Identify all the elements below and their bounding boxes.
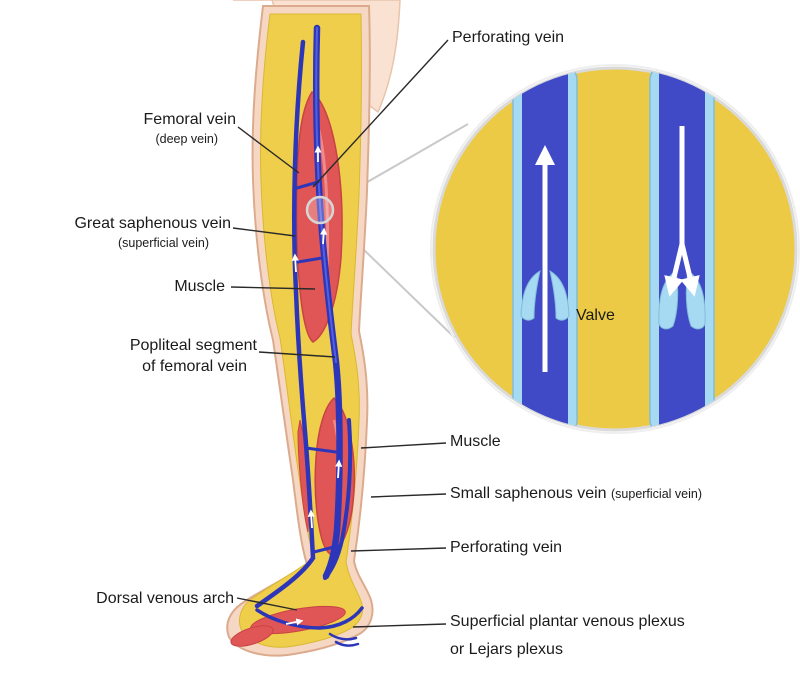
label-popliteal-line2: of femoral vein <box>142 357 247 375</box>
label-popliteal-line1: Popliteal segment <box>129 337 257 354</box>
label-plantar-line2: or Lejars plexus <box>450 641 563 658</box>
label-muscle-lower: Muscle <box>450 433 501 450</box>
dorsal-venous-arch-path <box>255 606 364 630</box>
great-saphenous-vein-path <box>254 39 316 609</box>
label-femoral-vein-main: Femoral vein <box>143 111 236 128</box>
label-small-saphenous-vein: Small saphenous vein (superficial vein) <box>450 484 702 505</box>
label-great-saphenous-vein: Great saphenous vein (superficial vein) <box>74 214 231 251</box>
inset-vein-reflux <box>649 68 715 430</box>
label-perforating-vein-lower: Perforating vein <box>450 539 563 556</box>
label-perforating-vein-top: Perforating vein <box>452 29 565 46</box>
veins <box>254 24 364 647</box>
label-small-saphenous-sub: (superficial vein) <box>611 487 703 501</box>
valve-inset <box>430 64 800 434</box>
small-saphenous-vein-path <box>323 418 353 580</box>
label-valve: Valve <box>576 307 615 324</box>
inset-vein-normal <box>512 68 578 430</box>
label-great-saphenous-sub: (superficial vein) <box>117 235 209 250</box>
plantar-plexus-path <box>328 632 360 647</box>
magnifier-source-circle <box>305 195 335 225</box>
label-femoral-vein: Femoral vein (deep vein) <box>144 110 236 147</box>
label-femoral-vein-sub: (deep vein) <box>155 131 218 146</box>
label-muscle-upper: Muscle <box>174 278 225 295</box>
flow-arrow-icons <box>285 145 343 626</box>
reflux-flow-arrow-icon <box>664 126 700 297</box>
leader-lines <box>230 39 449 628</box>
perforating-veins-path <box>295 180 340 554</box>
label-plantar-line1: Superficial plantar venous plexus <box>450 613 685 630</box>
label-small-saphenous-main: Small saphenous vein <box>450 485 607 502</box>
label-great-saphenous-main: Great saphenous vein <box>74 215 231 232</box>
label-popliteal-segment: Popliteal segment of femoral vein <box>130 336 257 378</box>
label-dorsal-venous-arch: Dorsal venous arch <box>96 590 234 607</box>
label-plantar-plexus: Superficial plantar venous plexus or Lej… <box>450 608 685 664</box>
